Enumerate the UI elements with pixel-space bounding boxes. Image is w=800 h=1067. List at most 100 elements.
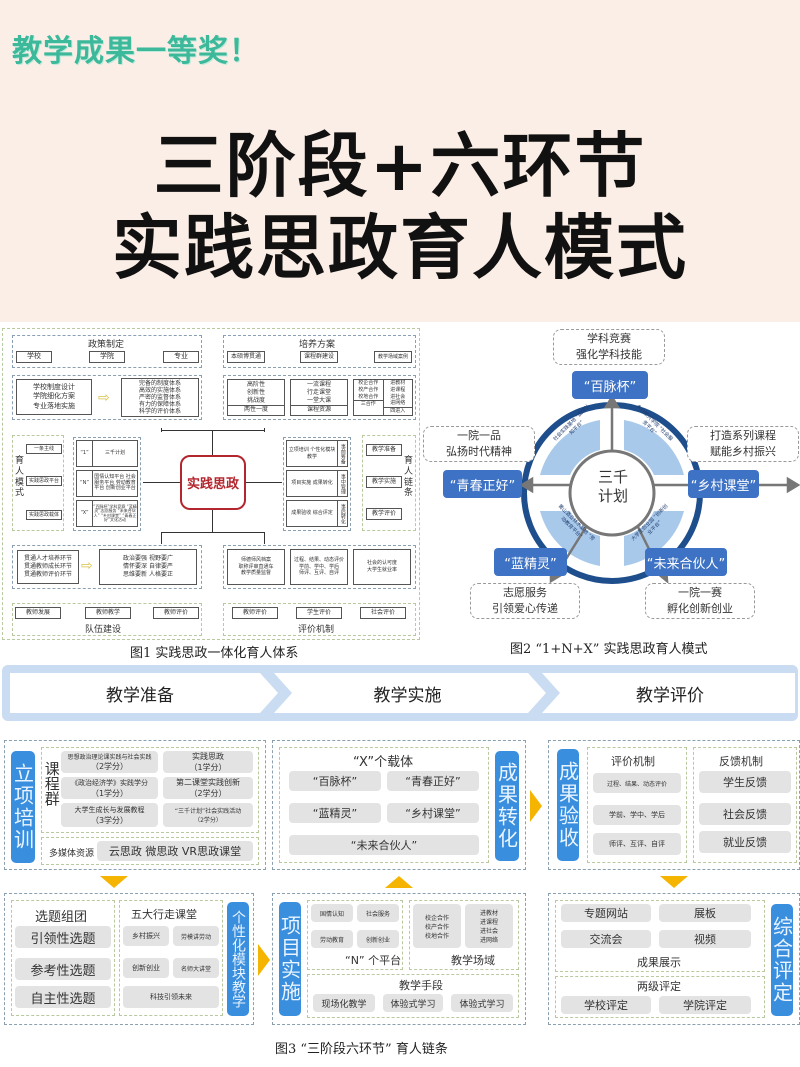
stage-prepare: 教学准备 <box>106 685 174 706</box>
fig1-box: 高阶性创新性挑战度两性一度 <box>227 379 285 416</box>
fig2-desc: 一院一赛孵化创新创业 <box>645 583 755 619</box>
topic: 参考性选题 <box>15 958 111 980</box>
connector <box>161 430 265 431</box>
fig3-lixiang: 立项培训 课程群 思想政治理论课实践与社会实践（2学分） 实践思政（1学分） 《… <box>4 740 266 870</box>
carrier: “未来合伙人” <box>289 835 479 855</box>
fig1-eval-title: 评价机制 <box>298 625 335 635</box>
eval-item: 学前、学中、学后 <box>593 805 681 825</box>
fig2-desc: 一院一品弘扬时代精神 <box>423 426 535 462</box>
fb-item: 社会反馈 <box>699 803 791 825</box>
fig2-node-xiangcun: “乡村课堂” <box>688 470 759 498</box>
fig3-tag: 成果验收 <box>556 749 580 861</box>
fig1-row: 立项培训 个性化模块教学事前筹备 <box>286 440 348 467</box>
fig1-box: 教学场域案例 <box>374 351 412 363</box>
fig1-policy-title: 政策制定 <box>88 340 125 350</box>
fig2-ring-segments <box>540 420 684 566</box>
fig1-center: 实践思政 <box>180 455 246 510</box>
arrow-right-icon <box>530 790 542 822</box>
show-item: 展板 <box>659 904 751 922</box>
award-badge: 教学成果一等奖！ <box>12 34 260 69</box>
fig1-row: “X”“百脉杯”学科竞赛 “蓝精灵”志愿服务 “未来合伙人” “乡村课堂” “青… <box>76 500 138 527</box>
fig1-box: 教学实施 <box>366 476 402 488</box>
fig1-model: 育人模式 一条主线 实践思政平台 实践思政载体 <box>12 435 64 531</box>
course: 《政治经济学》实践学分（1学分） <box>61 777 158 799</box>
connector <box>246 482 282 483</box>
fig3-tag: 综合评定 <box>770 904 794 1016</box>
fig3-topic-title: 选题组团 <box>35 910 88 925</box>
fig1-box: 师德师风档案职称评审直通车教学质量监督 <box>227 549 285 585</box>
connector <box>161 532 265 533</box>
fig1-team: 教师发展 教师教学 教师评价 队伍建设 <box>12 603 202 636</box>
stage-evaluate: 教学评价 <box>636 685 704 706</box>
class-item: 劳模讲劳动 <box>173 926 219 946</box>
means: 现场化教学 <box>313 994 375 1012</box>
connector <box>212 510 213 532</box>
fig2-diagram <box>519 394 800 584</box>
fig1-box: 过程、结果、动态评价学前、学中、学后师评、互评、自评 <box>290 549 348 585</box>
platform: 劳动教育 <box>311 930 353 948</box>
fig1-model-title: 育人模式 <box>15 456 25 499</box>
course: 大学生成长与发展教程（3学分） <box>61 803 158 827</box>
level-item: 学校评定 <box>561 996 651 1014</box>
show-item: 交流会 <box>561 930 651 948</box>
connector <box>264 428 265 432</box>
stage-implement: 教学实施 <box>373 685 442 706</box>
fig1-training: 培养方案 本硕博贯通 课程群建设 教学场域案例 <box>223 335 416 368</box>
fig2-center: 三千计划 <box>597 468 628 505</box>
fig3-caption: 图3 “三阶段六环节” 育人链条 <box>275 1042 448 1057</box>
course: “三千计划”社会实践活动（2学分） <box>163 803 253 827</box>
fig2-desc: 志愿服务引领爱心传递 <box>470 583 580 619</box>
fb-item: 就业反馈 <box>699 831 791 853</box>
arrow-right-icon <box>258 944 270 976</box>
carrier: “青春正好” <box>387 771 479 791</box>
fig3-zonghe: 专题网站 展板 交流会 视频 成果展示 两级评定 学校评定 学院评定 综合评定 <box>548 893 800 1025</box>
fig3-tag: 项目实施 <box>278 902 302 1016</box>
fig1-policy-detail: 学校制度设计学院细化方案专业落地实施 ⇨ 完备的制度体系高效的实施体系严密的监督… <box>12 375 202 420</box>
fig1-team-title: 队伍建设 <box>85 625 122 635</box>
eval-item: 过程、结果、动态评价 <box>593 773 681 793</box>
fig1-row: 项目实施 成果转化事中管理 <box>286 470 348 497</box>
fig2-desc: 打造系列课程赋能乡村振兴 <box>687 426 799 462</box>
fig3-platform-title: “N” 个平台 <box>345 954 402 967</box>
fig3-show-title: 成果展示 <box>637 956 681 969</box>
fig1-box: 学校 <box>16 351 52 363</box>
arrow-down-icon <box>660 876 688 888</box>
show-item: 视频 <box>659 930 751 948</box>
fig1-box: 教师发展 <box>15 607 61 619</box>
fig3-level-title: 两级评定 <box>637 980 681 993</box>
fig1-box: 贯通人才培养环节贯通教师成长环节贯通教师评价环节 <box>17 550 79 584</box>
fig1-caption: 图1 实践思政一体化育人体系 <box>130 646 299 661</box>
connector <box>161 532 162 544</box>
fig3-media-label: 多媒体资源 <box>49 849 95 859</box>
fig1-box: 学生评价 <box>296 607 342 619</box>
fig3-group-title: 课程群 <box>42 761 61 806</box>
topic: 引领性选题 <box>15 926 111 948</box>
fig1-box: 实践思政载体 <box>26 510 62 520</box>
fig1-row: “1”三千计划 <box>76 440 138 467</box>
fig2-desc: 学科竞赛强化学科技能 <box>553 329 665 365</box>
class-item: 创新创业 <box>123 958 169 978</box>
fig3-means-title: 教学手段 <box>399 979 443 992</box>
class-item: 名师大讲堂 <box>173 958 219 978</box>
platform: 创新创业 <box>357 930 399 948</box>
arrow-up-icon <box>385 876 413 888</box>
fig1-chain-title: 育人链条 <box>404 456 414 499</box>
fig3-tag: 成果转化 <box>495 751 519 861</box>
fig1-box: 课程群建设 <box>300 351 338 363</box>
topic: 自主性选题 <box>15 986 111 1008</box>
fig1-box: 教学准备 <box>366 444 402 456</box>
fig1-frame <box>2 328 420 640</box>
fig1-box: 一流课程行走课堂一堂大课课程资源 <box>290 379 348 416</box>
fig1-box: 教学评价 <box>366 508 402 520</box>
carrier: “百脉杯” <box>289 771 381 791</box>
fig1-box: 社会评价 <box>360 607 406 619</box>
fig1-row: “N”国情认知平台 社会服务平台 劳动教育平台 创新创业平台 <box>76 470 138 497</box>
fig3-gexing: 选题组团 引领性选题 参考性选题 自主性选题 五大行走课堂 乡村振兴 劳模讲劳动… <box>4 893 254 1025</box>
fig1-chain: 教学准备 教学实施 教学评价 育人链条 <box>362 435 416 531</box>
fb-item: 学生反馈 <box>699 771 791 793</box>
means: 体验式学习 <box>383 994 443 1012</box>
fig1-eval: 教师评价 学生评价 社会评价 评价机制 <box>223 603 416 636</box>
level-item: 学院评定 <box>659 996 751 1014</box>
fig1-box: 一条主线 <box>26 444 62 454</box>
fig2-node-qingchun: “青春正好” <box>443 470 522 498</box>
